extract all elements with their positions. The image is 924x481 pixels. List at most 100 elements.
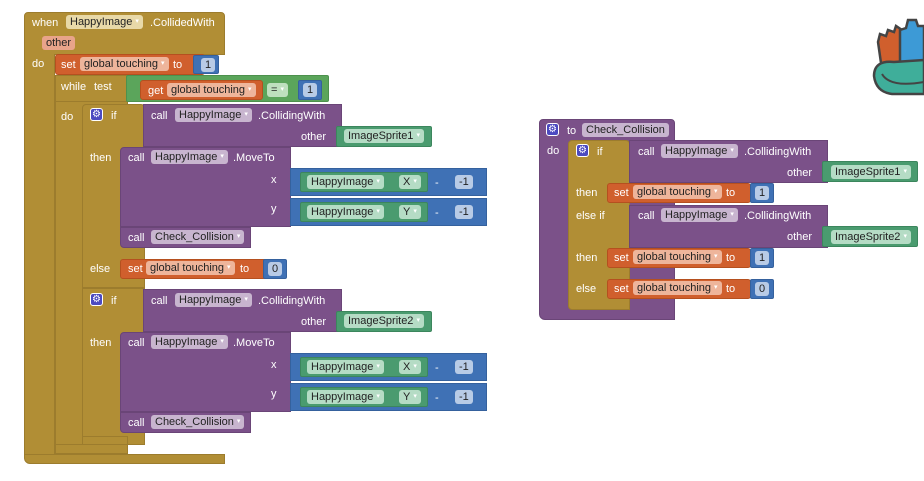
while-label: while — [61, 81, 87, 93]
test-label: test — [94, 81, 112, 93]
to-label: to — [726, 187, 736, 199]
event-name: .CollidedWith — [150, 17, 215, 29]
to-label: to — [240, 263, 250, 275]
number-value[interactable]: 1 — [755, 186, 770, 200]
sprite-dropdown[interactable]: ImageSprite2▾ — [344, 314, 424, 328]
then-label: then — [576, 187, 598, 199]
while-footer — [55, 444, 128, 454]
then-label: then — [90, 337, 112, 349]
call-label: call — [128, 232, 145, 244]
component-dropdown[interactable]: HappyImage▾ — [66, 15, 143, 29]
if-label: if — [597, 146, 603, 158]
event-spine — [24, 54, 55, 456]
property-dropdown[interactable]: X▾ — [399, 360, 421, 374]
do-label: do — [32, 58, 45, 70]
then-label: then — [90, 152, 112, 164]
component-dropdown[interactable]: HappyImage▾ — [307, 360, 384, 374]
when-label: when — [32, 17, 59, 29]
variable-dropdown[interactable]: global touching▾ — [80, 57, 169, 71]
number-value[interactable]: 1 — [755, 251, 770, 265]
number-value[interactable]: 0 — [755, 282, 770, 296]
procedure-dropdown[interactable]: Check_Collision▾ — [151, 230, 245, 244]
method-name: .CollidingWith — [744, 146, 812, 158]
else-if-label: else if — [576, 210, 605, 222]
procedure-name-field[interactable]: Check_Collision — [582, 123, 669, 137]
if-block-2-footer — [82, 436, 128, 445]
else-label: else — [90, 263, 111, 275]
y-label: y — [271, 203, 277, 215]
component-dropdown[interactable]: HappyImage▾ — [307, 390, 384, 404]
component-dropdown[interactable]: HappyImage▾ — [151, 335, 228, 349]
else-label: else — [576, 283, 597, 295]
component-dropdown[interactable]: HappyImage▾ — [661, 208, 738, 222]
to-label: to — [173, 59, 183, 71]
set-label: set — [614, 283, 629, 295]
component-dropdown[interactable]: HappyImage▾ — [307, 205, 384, 219]
method-name: .MoveTo — [233, 152, 275, 164]
number-value[interactable]: 1 — [201, 58, 216, 72]
set-label: set — [614, 252, 629, 264]
mutator-gear-icon[interactable]: ⚙ — [90, 293, 103, 306]
mutator-gear-icon[interactable]: ⚙ — [90, 108, 103, 121]
other-label: other — [301, 131, 327, 143]
mutator-gear-icon[interactable]: ⚙ — [546, 123, 559, 136]
component-dropdown[interactable]: HappyImage▾ — [175, 293, 252, 307]
number-value[interactable]: -1 — [455, 360, 473, 374]
sprite-dropdown[interactable]: ImageSprite2▾ — [831, 230, 911, 244]
event-footer — [24, 454, 225, 464]
to-label: to — [726, 252, 736, 264]
number-value[interactable]: -1 — [455, 390, 473, 404]
minus-operator: - — [435, 207, 439, 219]
procedure-dropdown[interactable]: Check_Collision▾ — [151, 415, 245, 429]
other-label: other — [787, 231, 813, 243]
property-dropdown[interactable]: Y▾ — [399, 390, 421, 404]
number-value[interactable]: -1 — [455, 175, 473, 189]
set-label: set — [614, 187, 629, 199]
do-label: do — [547, 145, 560, 157]
component-dropdown[interactable]: HappyImage▾ — [661, 144, 738, 158]
get-variable-dropdown[interactable]: global touching▾ — [167, 83, 256, 97]
minus-operator: - — [435, 392, 439, 404]
method-name: .CollidingWith — [258, 110, 326, 122]
variable-dropdown[interactable]: global touching▾ — [146, 261, 235, 275]
get-label: get — [148, 85, 164, 97]
method-name: .CollidingWith — [744, 210, 812, 222]
to-label: to — [567, 125, 577, 137]
property-dropdown[interactable]: X▾ — [399, 175, 421, 189]
number-value[interactable]: 0 — [268, 262, 283, 276]
set-label: set — [128, 263, 143, 275]
component-dropdown[interactable]: HappyImage▾ — [307, 175, 384, 189]
then-label: then — [576, 252, 598, 264]
mutator-gear-icon[interactable]: ⚙ — [576, 144, 589, 157]
to-label: to — [726, 283, 736, 295]
y-label: y — [271, 388, 277, 400]
x-label: x — [271, 174, 277, 186]
sprite-dropdown[interactable]: ImageSprite1▾ — [831, 165, 911, 179]
call-label: call — [638, 210, 655, 222]
other-label: other — [787, 167, 813, 179]
x-label: x — [271, 359, 277, 371]
set-label: set — [61, 59, 76, 71]
compare-number[interactable]: 1 — [303, 83, 318, 97]
backpack-icon[interactable] — [872, 12, 924, 96]
variable-dropdown[interactable]: global touching▾ — [633, 281, 722, 295]
method-name: .MoveTo — [233, 337, 275, 349]
while-header — [55, 75, 128, 102]
while-do-label: do — [61, 111, 74, 123]
param-other[interactable]: other — [42, 36, 76, 50]
when-collided-with-block[interactable]: when HappyImage▾ .CollidedWith other do — [24, 12, 225, 464]
method-name: .CollidingWith — [258, 295, 326, 307]
component-dropdown[interactable]: HappyImage▾ — [151, 150, 228, 164]
call-label: call — [151, 110, 168, 122]
component-dropdown[interactable]: HappyImage▾ — [175, 108, 252, 122]
number-value[interactable]: -1 — [455, 205, 473, 219]
minus-operator: - — [435, 362, 439, 374]
call-label: call — [128, 152, 145, 164]
if-label: if — [111, 110, 117, 122]
variable-dropdown[interactable]: global touching▾ — [633, 185, 722, 199]
operator-dropdown[interactable]: =▾ — [267, 83, 288, 97]
sprite-dropdown[interactable]: ImageSprite1▾ — [344, 129, 424, 143]
variable-dropdown[interactable]: global touching▾ — [633, 250, 722, 264]
call-label: call — [151, 295, 168, 307]
property-dropdown[interactable]: Y▾ — [399, 205, 421, 219]
